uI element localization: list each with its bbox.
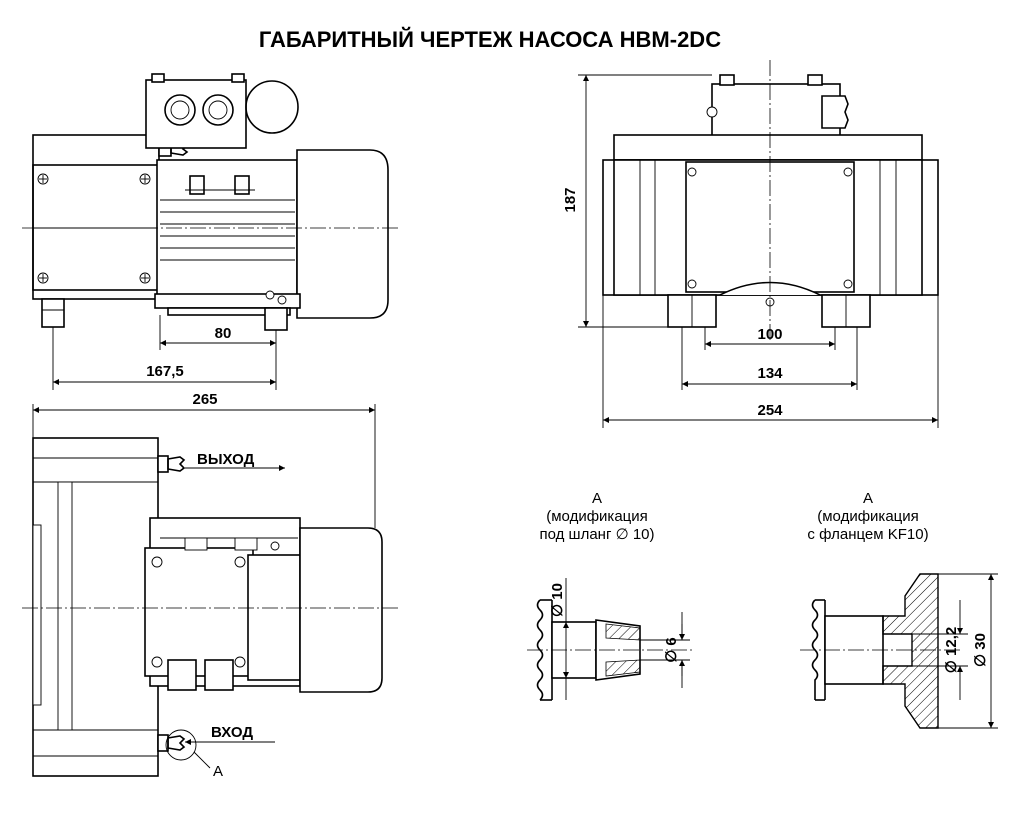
detail-flange-dia-bore: ∅ 12,2 xyxy=(943,627,960,673)
dim-134: 134 xyxy=(757,365,783,382)
dim-overall-length: 265 xyxy=(32,391,376,528)
detail-flange-dia-flange: ∅ 30 xyxy=(972,633,989,667)
motor-body xyxy=(156,159,298,296)
side-view: 187 100 134 254 xyxy=(562,60,939,428)
detail-flange: А (модификация с фланцем KF10) ∅ 12,2 ∅ … xyxy=(800,490,998,729)
outlet-label: ВЫХОД xyxy=(197,451,255,468)
dim-254: 254 xyxy=(757,402,783,419)
detail-hose-view: А xyxy=(592,490,602,507)
top-view: ВЫХОД ВХОД А xyxy=(22,437,398,780)
dim-80: 80 xyxy=(215,325,232,342)
detail-hose-dia-inner: ∅ 6 xyxy=(663,637,680,663)
dim-187: 187 xyxy=(562,187,579,212)
front-view: 80 167,5 xyxy=(22,73,398,390)
terminal-box xyxy=(145,79,247,149)
dim-265: 265 xyxy=(192,391,217,408)
drawing-title: ГАБАРИТНЫЙ ЧЕРТЕЖ НАСОСА НВМ-2DC xyxy=(259,27,721,52)
detail-hose: А (модификация под шланг ∅ 10) ∅ 10 ∅ 6 xyxy=(527,490,692,701)
detail-flange-line1: (модификация xyxy=(817,508,919,525)
flange-section xyxy=(882,573,939,729)
detail-flange-view: А xyxy=(863,490,873,507)
head-screws xyxy=(37,173,151,284)
dim-167-5: 167,5 xyxy=(146,363,184,380)
dim-100: 100 xyxy=(757,326,782,343)
terminal-box-side xyxy=(711,83,841,140)
detail-hose-line1: (модификация xyxy=(546,508,648,525)
terminal-box-top xyxy=(144,547,254,677)
detail-flange-line2: с фланцем KF10) xyxy=(807,526,928,543)
detail-hose-line2: под шланг ∅ 10) xyxy=(539,526,654,543)
pump-head-top xyxy=(32,437,159,777)
detail-hose-dia-outer: ∅ 10 xyxy=(549,583,566,617)
detail-a-callout: А xyxy=(213,763,223,780)
inlet-label: ВХОД xyxy=(211,724,253,741)
pump-head xyxy=(32,134,160,300)
capacitor xyxy=(245,80,299,134)
fan-cover xyxy=(296,149,389,319)
